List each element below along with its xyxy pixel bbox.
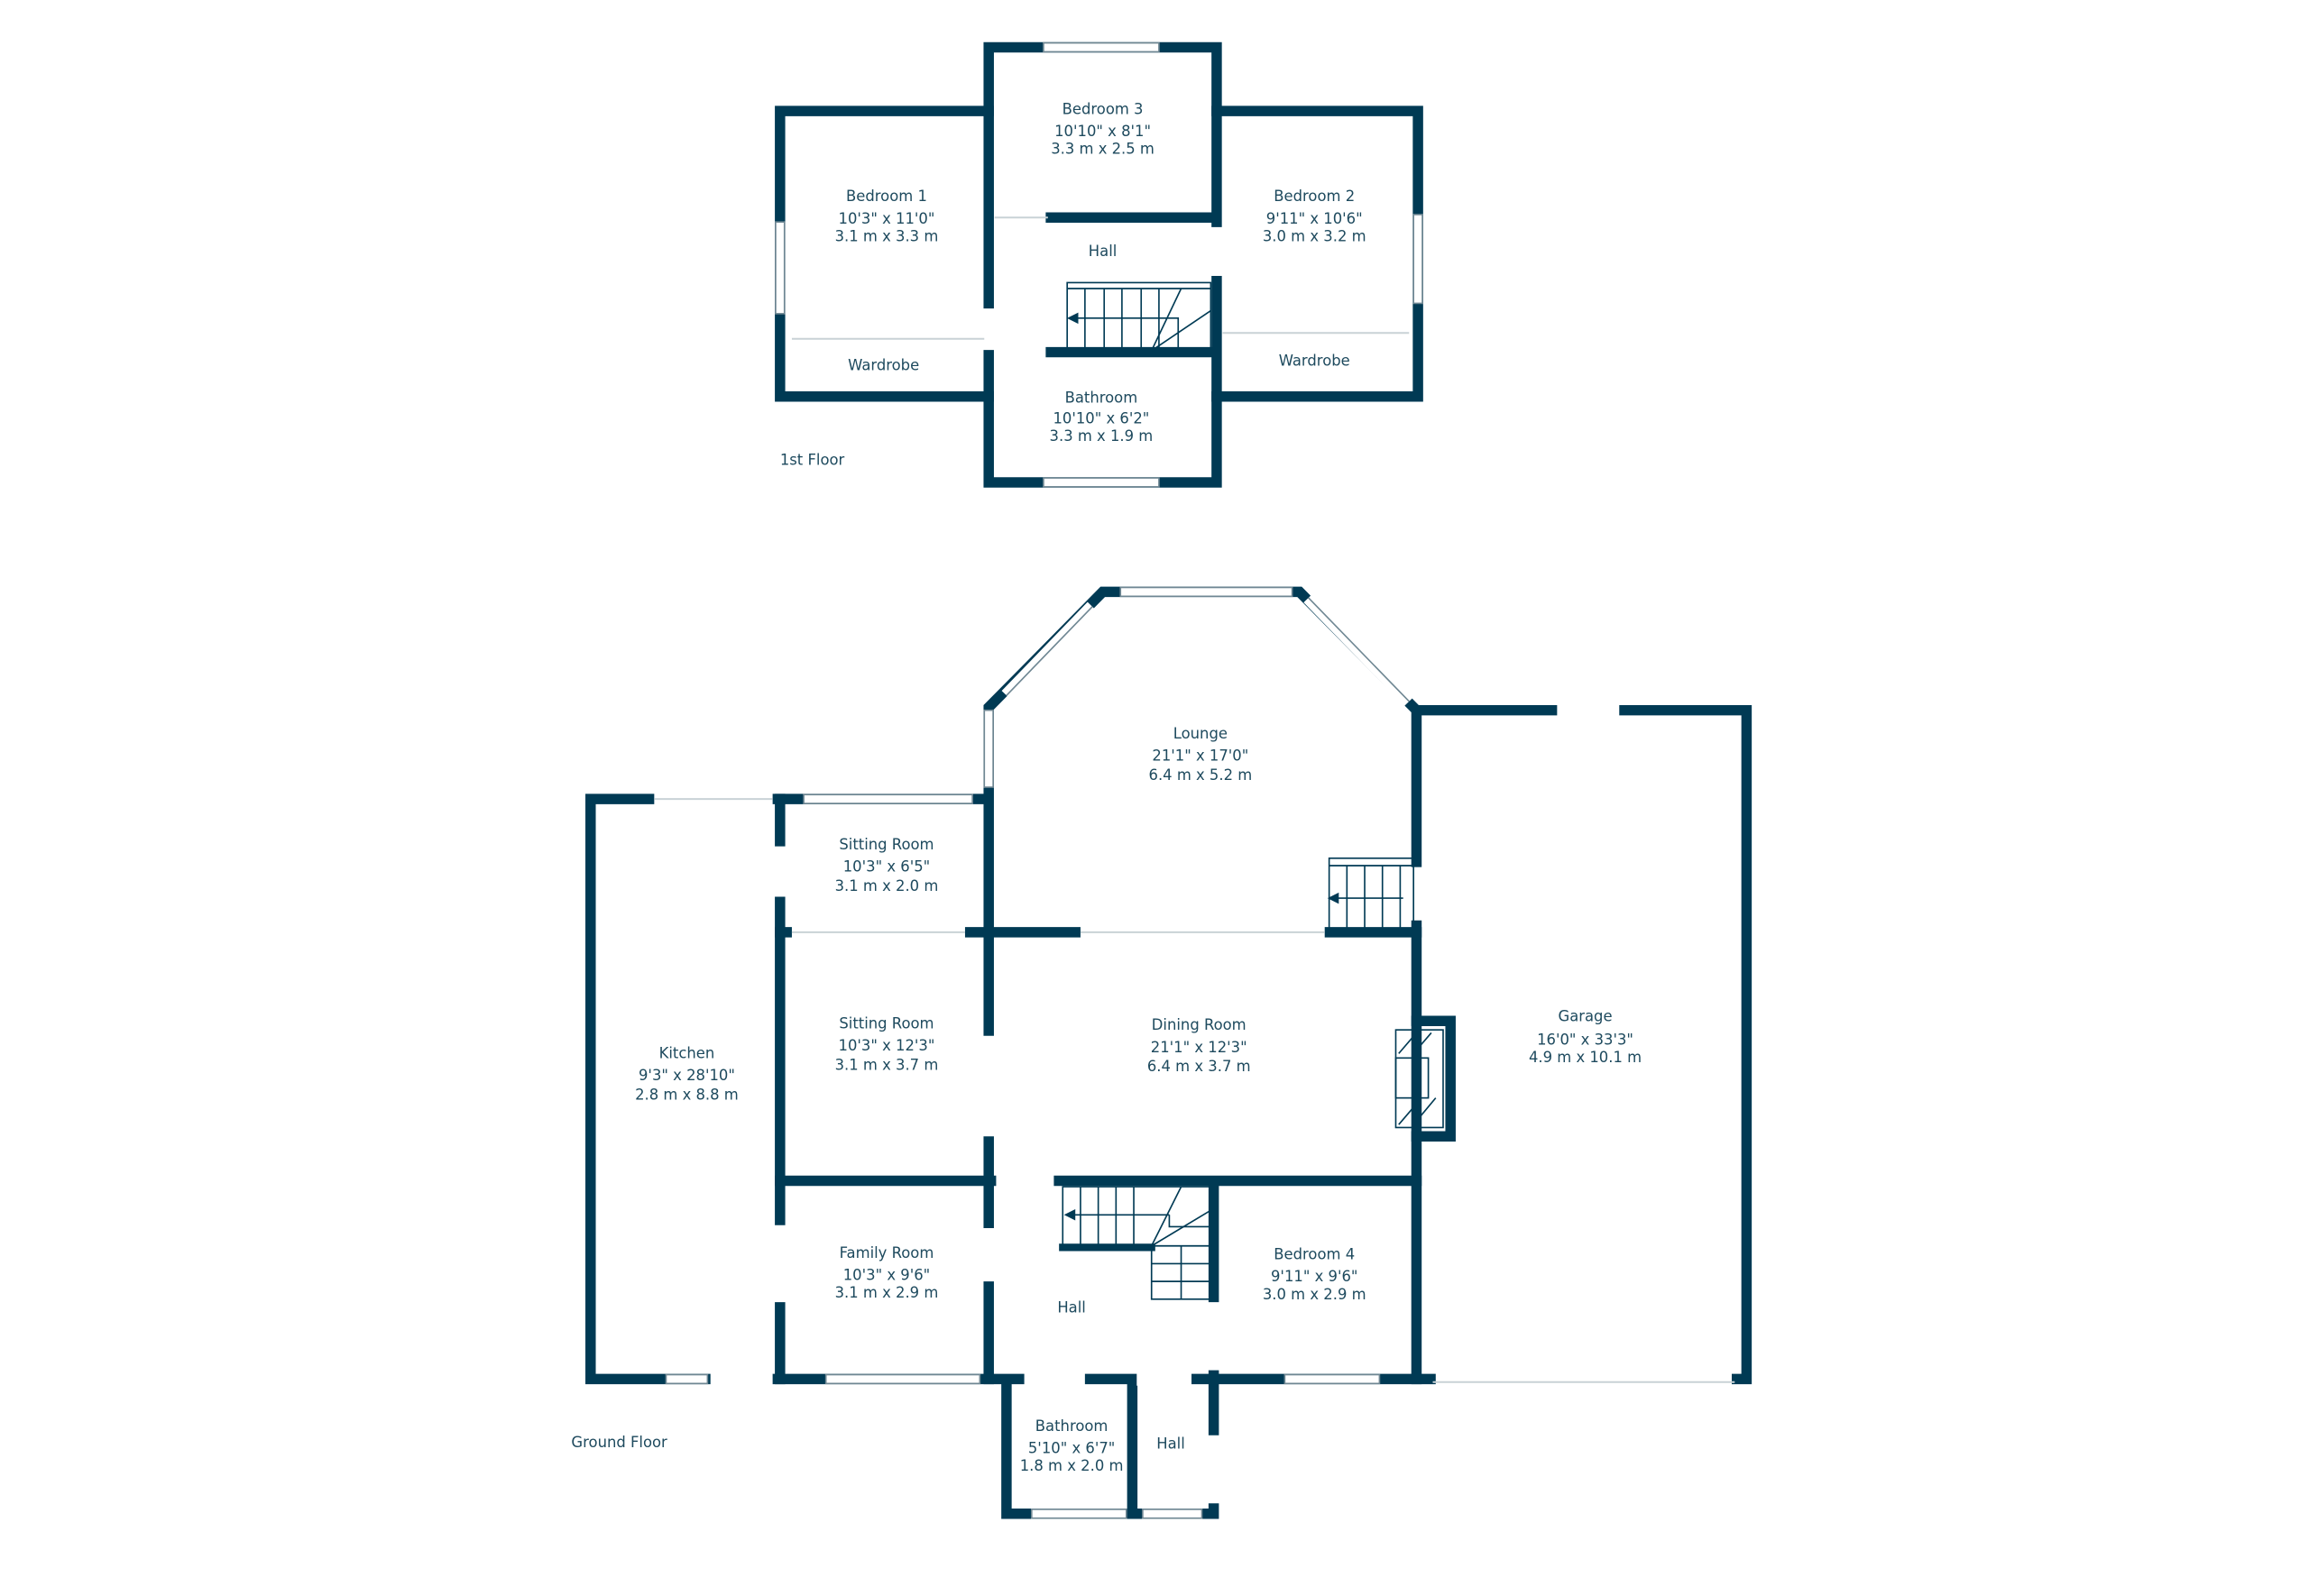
- staircase: [1059, 1186, 1212, 1300]
- room-garage: Garage 16'0" x 33'3"4.9 m x 10.1 m: [1529, 1007, 1642, 1066]
- room-name: Bedroom 4: [1274, 1246, 1355, 1263]
- room-name: Bedroom 1: [846, 188, 927, 205]
- ground-floor-plan: Ground Floor Lounge 21'1" x 17'0" 6.4 m x …: [571, 586, 1752, 1519]
- fireplace: [1394, 1029, 1444, 1129]
- room-dim-imperial: 10'3" x 6'5": [843, 858, 930, 876]
- first-floor-plan: 1st Floor Bedroom 310'10" x 8'1"3.3 m x …: [775, 41, 1423, 488]
- room-dim-metric: 3.3 m x 1.9 m: [1050, 427, 1154, 445]
- window: [775, 221, 786, 315]
- room-name: Sitting Room: [839, 1015, 934, 1032]
- room-dim-imperial: 16'0" x 33'3": [1537, 1032, 1633, 1049]
- room-hall: Hall: [1156, 1435, 1185, 1453]
- window: [1308, 597, 1410, 702]
- window: [665, 1373, 709, 1385]
- room-dim-metric: 3.0 m x 2.9 m: [1263, 1286, 1366, 1303]
- room-family-room: Family Room 10'3" x 9'6"3.1 m x 2.9 m: [835, 1244, 939, 1301]
- room-dim-metric: 3.1 m x 2.0 m: [835, 877, 939, 894]
- room-name: Family Room: [840, 1244, 934, 1261]
- window: [1043, 477, 1160, 488]
- room-dim-metric: 3.1 m x 2.9 m: [835, 1284, 939, 1301]
- room-lounge: Lounge 21'1" x 17'0" 6.4 m x 5.2 m: [1149, 725, 1253, 784]
- room-bedroom-3: Bedroom 3 10'10" x 8'1"3.3 m x 2.5 m: [1051, 100, 1154, 157]
- wall: [1411, 1015, 1456, 1142]
- room-dim-imperial: 10'3" x 9'6": [843, 1266, 930, 1283]
- room-dim-imperial: 21'1" x 12'3": [1151, 1039, 1247, 1056]
- room-hall: Hall: [1089, 243, 1118, 260]
- room-dim-metric: 6.4 m x 3.7 m: [1147, 1058, 1251, 1075]
- room-dim-metric: 1.8 m x 2.0 m: [1020, 1457, 1124, 1474]
- room-sitting-room: Sitting Room 10'3" x 12'3" 3.1 m x 3.7 m: [835, 1015, 939, 1074]
- room-dim-metric: 3.1 m x 3.7 m: [835, 1056, 939, 1073]
- window: [803, 793, 973, 804]
- room-name: Bathroom: [1065, 389, 1138, 406]
- room-dim-imperial: 5'10" x 6'7": [1028, 1439, 1115, 1456]
- room-dim-metric: 3.1 m x 3.3 m: [835, 227, 939, 244]
- floor-label: Ground Floor: [571, 1434, 667, 1451]
- room-dim-metric: 3.3 m x 2.5 m: [1051, 141, 1154, 158]
- window: [1119, 586, 1293, 598]
- window: [1006, 606, 1093, 696]
- window: [824, 1373, 981, 1385]
- room-sitting-room: Sitting Room 10'3" x 6'5"3.1 m x 2.0 m: [835, 836, 939, 894]
- room-dim-metric: 2.8 m x 8.8 m: [635, 1086, 739, 1103]
- room-dim-imperial: 10'3" x 12'3": [839, 1037, 935, 1054]
- room-bathroom: Bathroom 5'10" x 6'7"1.8 m x 2.0 m: [1020, 1417, 1124, 1474]
- room-name: Kitchen: [659, 1044, 715, 1061]
- room-dining-room: Dining Room 21'1" x 12'3" 6.4 m x 3.7 m: [1147, 1016, 1251, 1075]
- room-name: Bedroom 2: [1274, 188, 1355, 205]
- room-name: Bathroom: [1035, 1417, 1109, 1435]
- window: [1283, 1373, 1381, 1385]
- room-dim-imperial: 21'1" x 17'0": [1152, 747, 1248, 764]
- window: [1043, 41, 1160, 53]
- room-bedroom-2: Bedroom 2 9'11" x 10'6"3.0 m x 3.2 m: [1263, 188, 1366, 244]
- floor-label: 1st Floor: [780, 451, 845, 468]
- room-name: Lounge: [1173, 725, 1228, 742]
- window: [1030, 1509, 1127, 1519]
- room-dim-imperial: 10'10" x 8'1": [1054, 123, 1151, 140]
- room-bedroom-4: Bedroom 4 9'11" x 9'6"3.0 m x 2.9 m: [1263, 1246, 1366, 1303]
- staircase: [1327, 857, 1414, 931]
- room-name: Bedroom 3: [1063, 100, 1144, 117]
- room-dim-imperial: 10'10" x 6'2": [1053, 409, 1149, 427]
- room-name: Sitting Room: [839, 836, 934, 853]
- window: [983, 709, 994, 788]
- wall: [983, 105, 1222, 402]
- room-wardrobe: Wardrobe: [848, 356, 919, 373]
- room-name: Garage: [1558, 1007, 1612, 1024]
- room-dim-metric: 3.0 m x 3.2 m: [1263, 227, 1366, 244]
- room-bedroom-1: Bedroom 1 10'3" x 11'0"3.1 m x 3.3 m: [835, 188, 939, 244]
- room-dim-metric: 6.4 m x 5.2 m: [1149, 766, 1253, 784]
- room-dim-imperial: 9'3" x 28'10": [639, 1067, 735, 1084]
- room-bathroom: Bathroom 10'10" x 6'2"3.3 m x 1.9 m: [1050, 389, 1154, 445]
- room-name: Dining Room: [1152, 1016, 1246, 1033]
- window: [1142, 1509, 1203, 1519]
- room-dim-metric: 4.9 m x 10.1 m: [1529, 1049, 1642, 1066]
- window: [1412, 214, 1423, 305]
- room-dim-imperial: 10'3" x 11'0": [839, 210, 935, 227]
- staircase: [1066, 281, 1212, 352]
- room-wardrobe: Wardrobe: [1279, 352, 1350, 369]
- room-hall: Hall: [1057, 1299, 1086, 1316]
- room-dim-imperial: 9'11" x 10'6": [1266, 210, 1363, 227]
- room-kitchen: Kitchen 9'3" x 28'10" 2.8 m x 8.8 m: [635, 1044, 739, 1103]
- room-dim-imperial: 9'11" x 9'6": [1271, 1268, 1357, 1285]
